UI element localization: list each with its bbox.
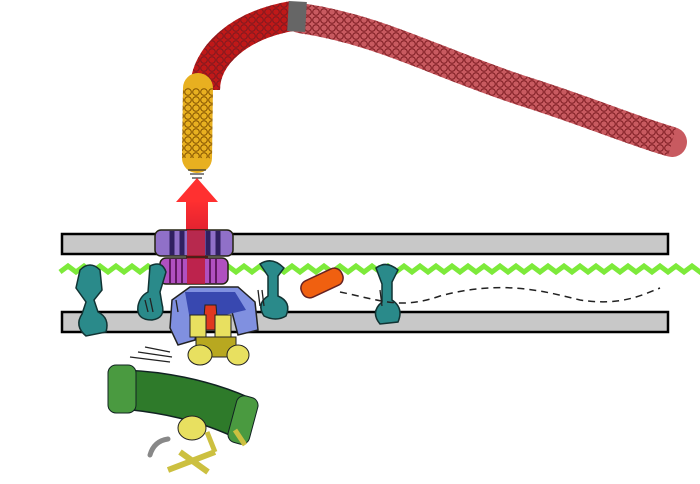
inner-ring	[159, 257, 229, 285]
orange-protein	[300, 267, 344, 299]
filament	[182, 1, 687, 179]
membrane-protein	[374, 263, 401, 325]
base-complex	[169, 286, 259, 366]
membrane-protein	[75, 264, 108, 337]
outer-membrane	[60, 232, 670, 256]
dashed-chain	[339, 286, 661, 304]
outer-ring	[154, 229, 234, 257]
membrane-protein	[137, 263, 167, 321]
motion-lines-icon	[129, 289, 383, 363]
atpase-fragments	[147, 415, 248, 475]
membrane-protein	[258, 260, 289, 320]
